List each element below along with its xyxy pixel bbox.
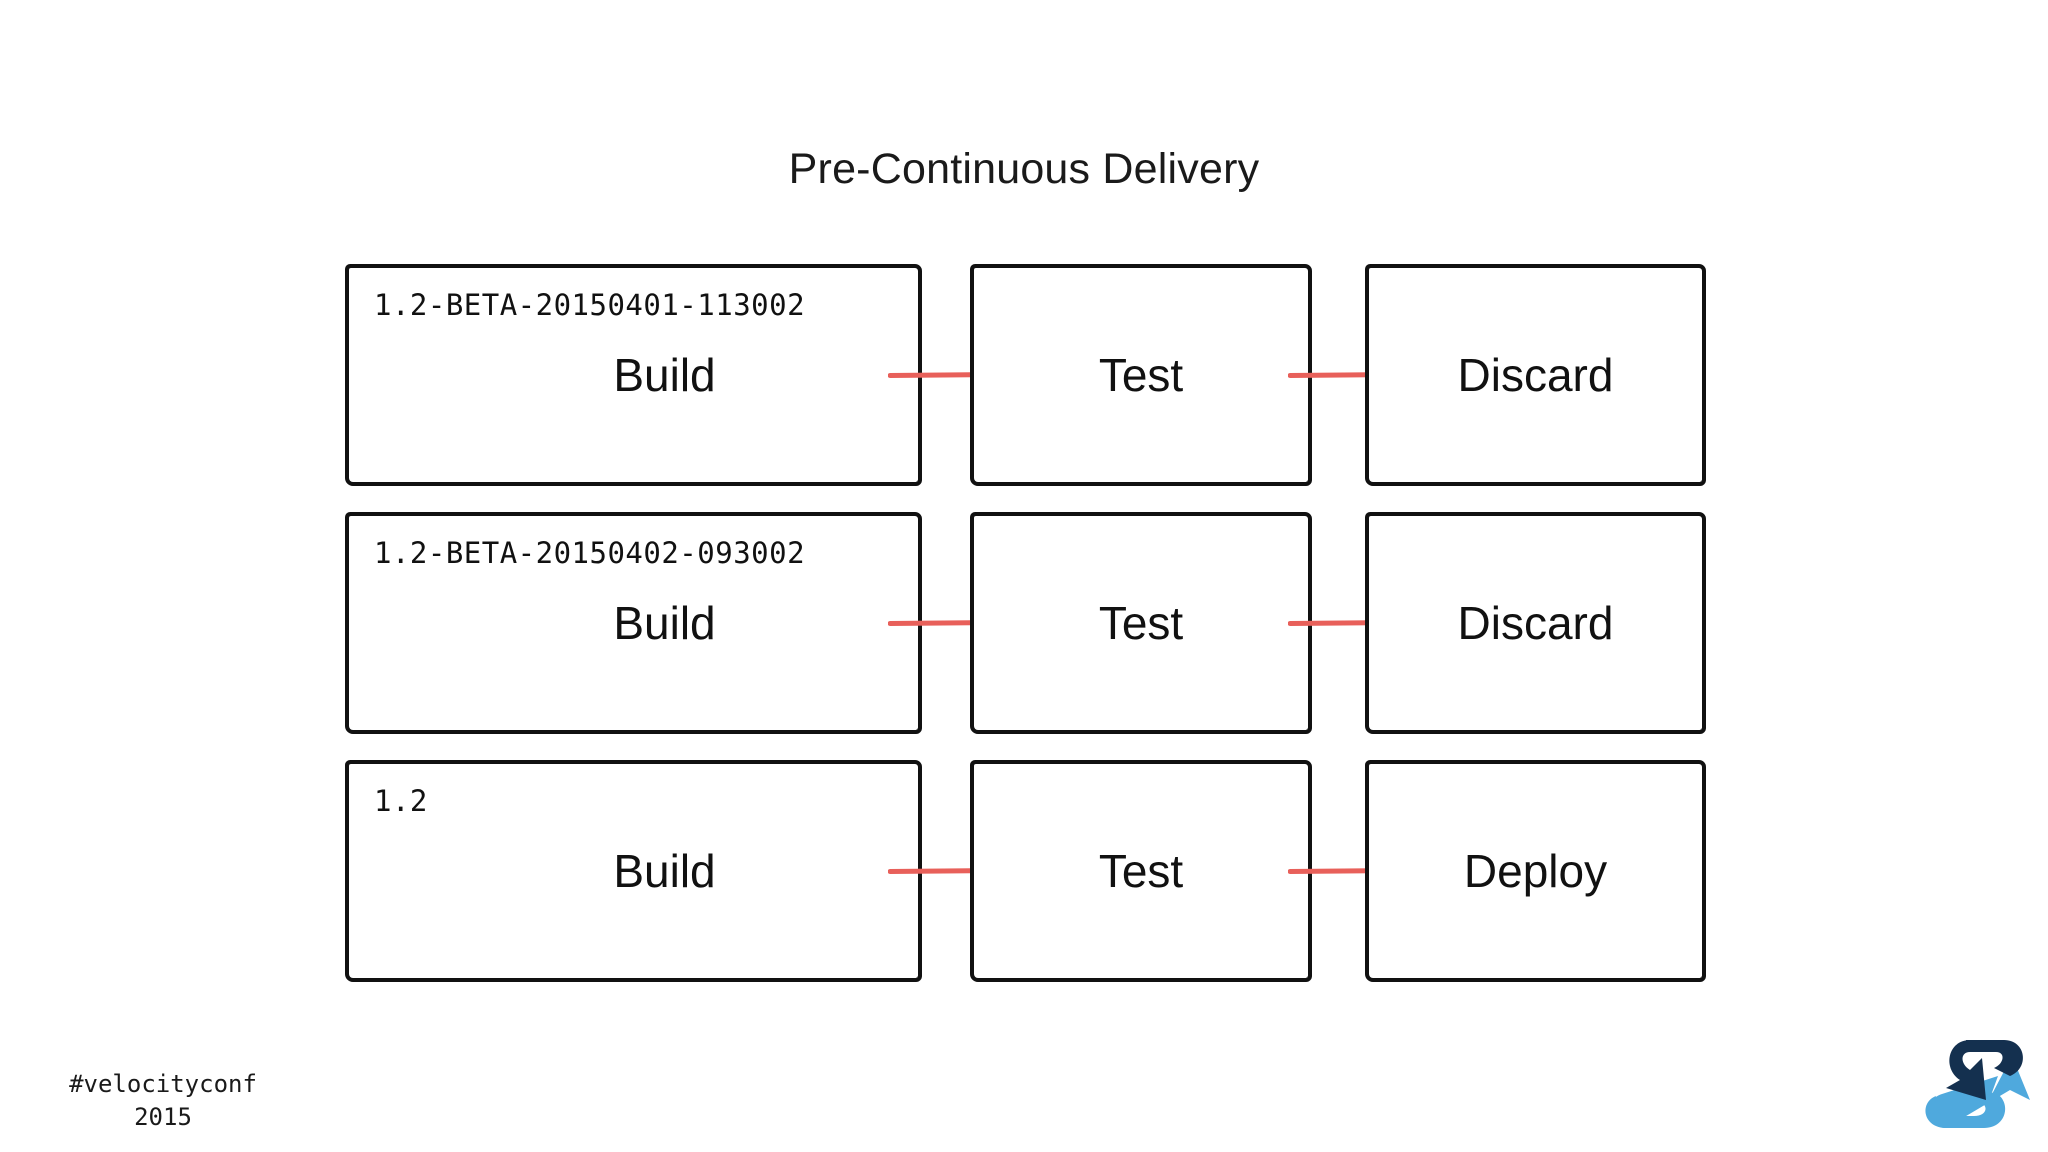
conference-hashtag: #velocityconf 2015 [69, 1070, 257, 1131]
version-label: 1.2-BETA-20150402-093002 [374, 536, 806, 570]
page-title: Pre-Continuous Delivery [788, 145, 1260, 193]
test-stage-box[interactable]: Test [970, 512, 1312, 734]
refresh-cycle-logo-icon [1912, 1022, 2036, 1146]
stage-label-outcome: Discard [1457, 349, 1614, 401]
pipeline-row: 1.2 Build Test Deploy [0, 760, 2048, 982]
test-stage-box[interactable]: Test [970, 264, 1312, 486]
build-stage-box[interactable]: 1.2-BETA-20150401-113002 Build [345, 264, 922, 486]
stage-label-outcome: Discard [1457, 597, 1614, 649]
stage-label-outcome: Deploy [1463, 845, 1608, 897]
pipeline-row: 1.2-BETA-20150402-093002 Build Test [0, 512, 2048, 734]
stage-label-build: Build [613, 349, 716, 401]
test-stage-box[interactable]: Test [970, 760, 1312, 982]
stage-label-test: Test [1098, 845, 1184, 897]
pipeline-row: 1.2-BETA-20150401-113002 Build Test [0, 264, 2048, 486]
stage-label-build: Build [613, 845, 716, 897]
stage-label-build: Build [613, 597, 716, 649]
outcome-stage-box[interactable]: Deploy [1365, 760, 1706, 982]
build-stage-box[interactable]: 1.2 Build [345, 760, 922, 982]
outcome-stage-box[interactable]: Discard [1365, 264, 1706, 486]
version-label: 1.2-BETA-20150401-113002 [374, 288, 806, 322]
outcome-stage-box[interactable]: Discard [1365, 512, 1706, 734]
version-label: 1.2 [374, 784, 428, 818]
build-stage-box[interactable]: 1.2-BETA-20150402-093002 Build [345, 512, 922, 734]
stage-label-test: Test [1098, 597, 1184, 649]
stage-label-test: Test [1098, 349, 1184, 401]
